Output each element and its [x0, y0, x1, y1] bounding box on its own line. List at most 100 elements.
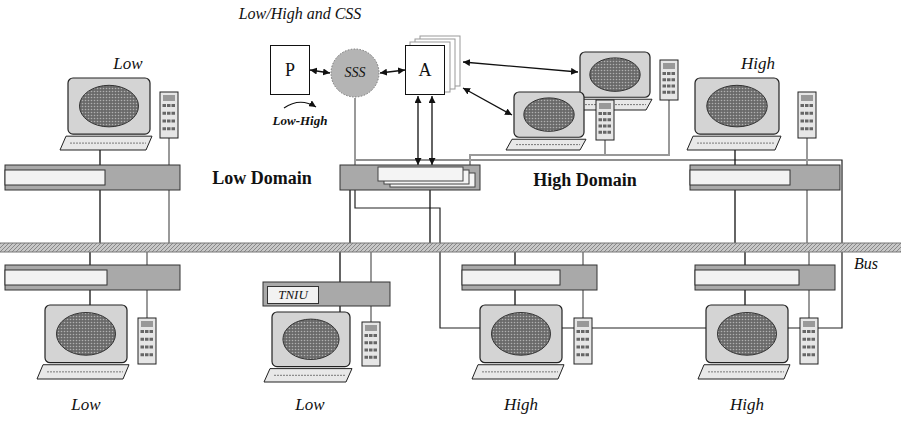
keypad-key — [163, 127, 167, 130]
monitor-screen — [491, 313, 550, 356]
keypad-key — [141, 338, 145, 341]
keypad-key — [807, 353, 811, 356]
keypad-key — [167, 120, 171, 123]
monitor-screen — [707, 85, 767, 127]
monitor-body — [695, 78, 779, 134]
keypad-key — [150, 346, 154, 349]
network-wire — [463, 62, 578, 72]
keyboard — [506, 139, 586, 150]
keypad-display — [803, 321, 815, 327]
monitor-screen — [56, 313, 115, 356]
keypad-key — [803, 338, 807, 341]
keypad-key — [141, 353, 145, 356]
keypad-key — [672, 72, 676, 75]
keypad-key — [374, 356, 378, 359]
workstation-icon — [472, 305, 564, 379]
network-interface-unit — [340, 165, 480, 190]
keypad-key — [586, 346, 590, 349]
keypad-key — [145, 346, 149, 349]
keypad-key — [172, 112, 176, 115]
station-level: Low — [295, 395, 324, 415]
keypad-key — [807, 330, 811, 333]
keypad-key — [805, 120, 809, 123]
keypad-body — [596, 100, 614, 140]
keyboard-keys — [516, 144, 580, 145]
keypad-icon — [362, 322, 380, 366]
keypad-key — [145, 330, 149, 333]
keypad-key — [667, 72, 671, 75]
workstation-icon — [37, 305, 129, 379]
workstation-icon — [60, 78, 152, 150]
keypad-icon — [660, 60, 678, 100]
interface-inner — [462, 270, 560, 285]
keypad-key — [374, 349, 378, 352]
keypad-key — [810, 104, 814, 107]
keypad-key — [803, 346, 807, 349]
keypad-key — [374, 341, 378, 344]
keypad-key — [167, 127, 171, 130]
keypad-key — [586, 353, 590, 356]
keypad-key — [577, 353, 581, 356]
keyboard-keys — [70, 143, 146, 144]
network-wire — [604, 140, 606, 155]
keypad-key — [369, 341, 373, 344]
node-text: P — [285, 60, 295, 81]
keypad-key — [810, 127, 814, 130]
circle-shape — [331, 49, 379, 97]
keypad-key — [603, 125, 607, 128]
station-level: Low — [71, 395, 100, 415]
interface-inner — [690, 170, 790, 185]
keypad-key — [608, 118, 612, 121]
keypad-key — [150, 330, 154, 333]
keyboard — [687, 136, 781, 150]
keypad-key — [599, 131, 603, 134]
monitor-body — [45, 305, 127, 363]
keypad-icon — [574, 318, 592, 364]
keypad-key — [672, 78, 676, 81]
keypad-icon — [798, 92, 816, 138]
monitor-screen — [283, 319, 339, 359]
keypad-key — [603, 131, 607, 134]
keypad-icon — [160, 92, 178, 138]
bus-band — [0, 243, 901, 252]
network-wire — [417, 96, 418, 165]
keypad-body — [362, 322, 380, 366]
keypad-key — [805, 112, 809, 115]
monitor-body — [706, 305, 788, 363]
workstation-icon — [687, 78, 781, 150]
network-interface-unit — [263, 282, 390, 306]
agent-box: A — [405, 45, 445, 95]
loop-arrow — [284, 102, 316, 108]
keypad-key — [163, 104, 167, 107]
keypad-key — [812, 346, 816, 349]
keypad-key — [812, 330, 816, 333]
keypad-key — [608, 125, 612, 128]
keypad-display — [801, 95, 813, 101]
keypad-key — [586, 338, 590, 341]
keypad-key — [577, 346, 581, 349]
interface-bar — [5, 165, 180, 190]
interface-box: TNIU — [267, 286, 319, 304]
keypad-key — [150, 338, 154, 341]
interface-bar — [462, 265, 597, 290]
keypad-key — [365, 341, 369, 344]
keypad-key — [663, 72, 667, 75]
keyboard — [60, 136, 152, 150]
keypad-key — [803, 330, 807, 333]
workstation-icon — [506, 92, 586, 150]
keypad-key — [663, 78, 667, 81]
interface-bar — [263, 282, 390, 306]
keypad-key — [365, 356, 369, 359]
monitor-body — [480, 305, 562, 363]
interface-bar — [690, 165, 840, 190]
keypad-key — [599, 118, 603, 121]
keypad-key — [369, 356, 373, 359]
keypad-key — [581, 338, 585, 341]
node-text: SSS — [345, 65, 366, 81]
keypad-key — [599, 112, 603, 115]
function-label: Low-High — [273, 113, 328, 129]
keypad-icon — [800, 318, 818, 364]
keypad-key — [172, 104, 176, 107]
keypad-key — [581, 353, 585, 356]
monitor-screen — [717, 313, 776, 356]
